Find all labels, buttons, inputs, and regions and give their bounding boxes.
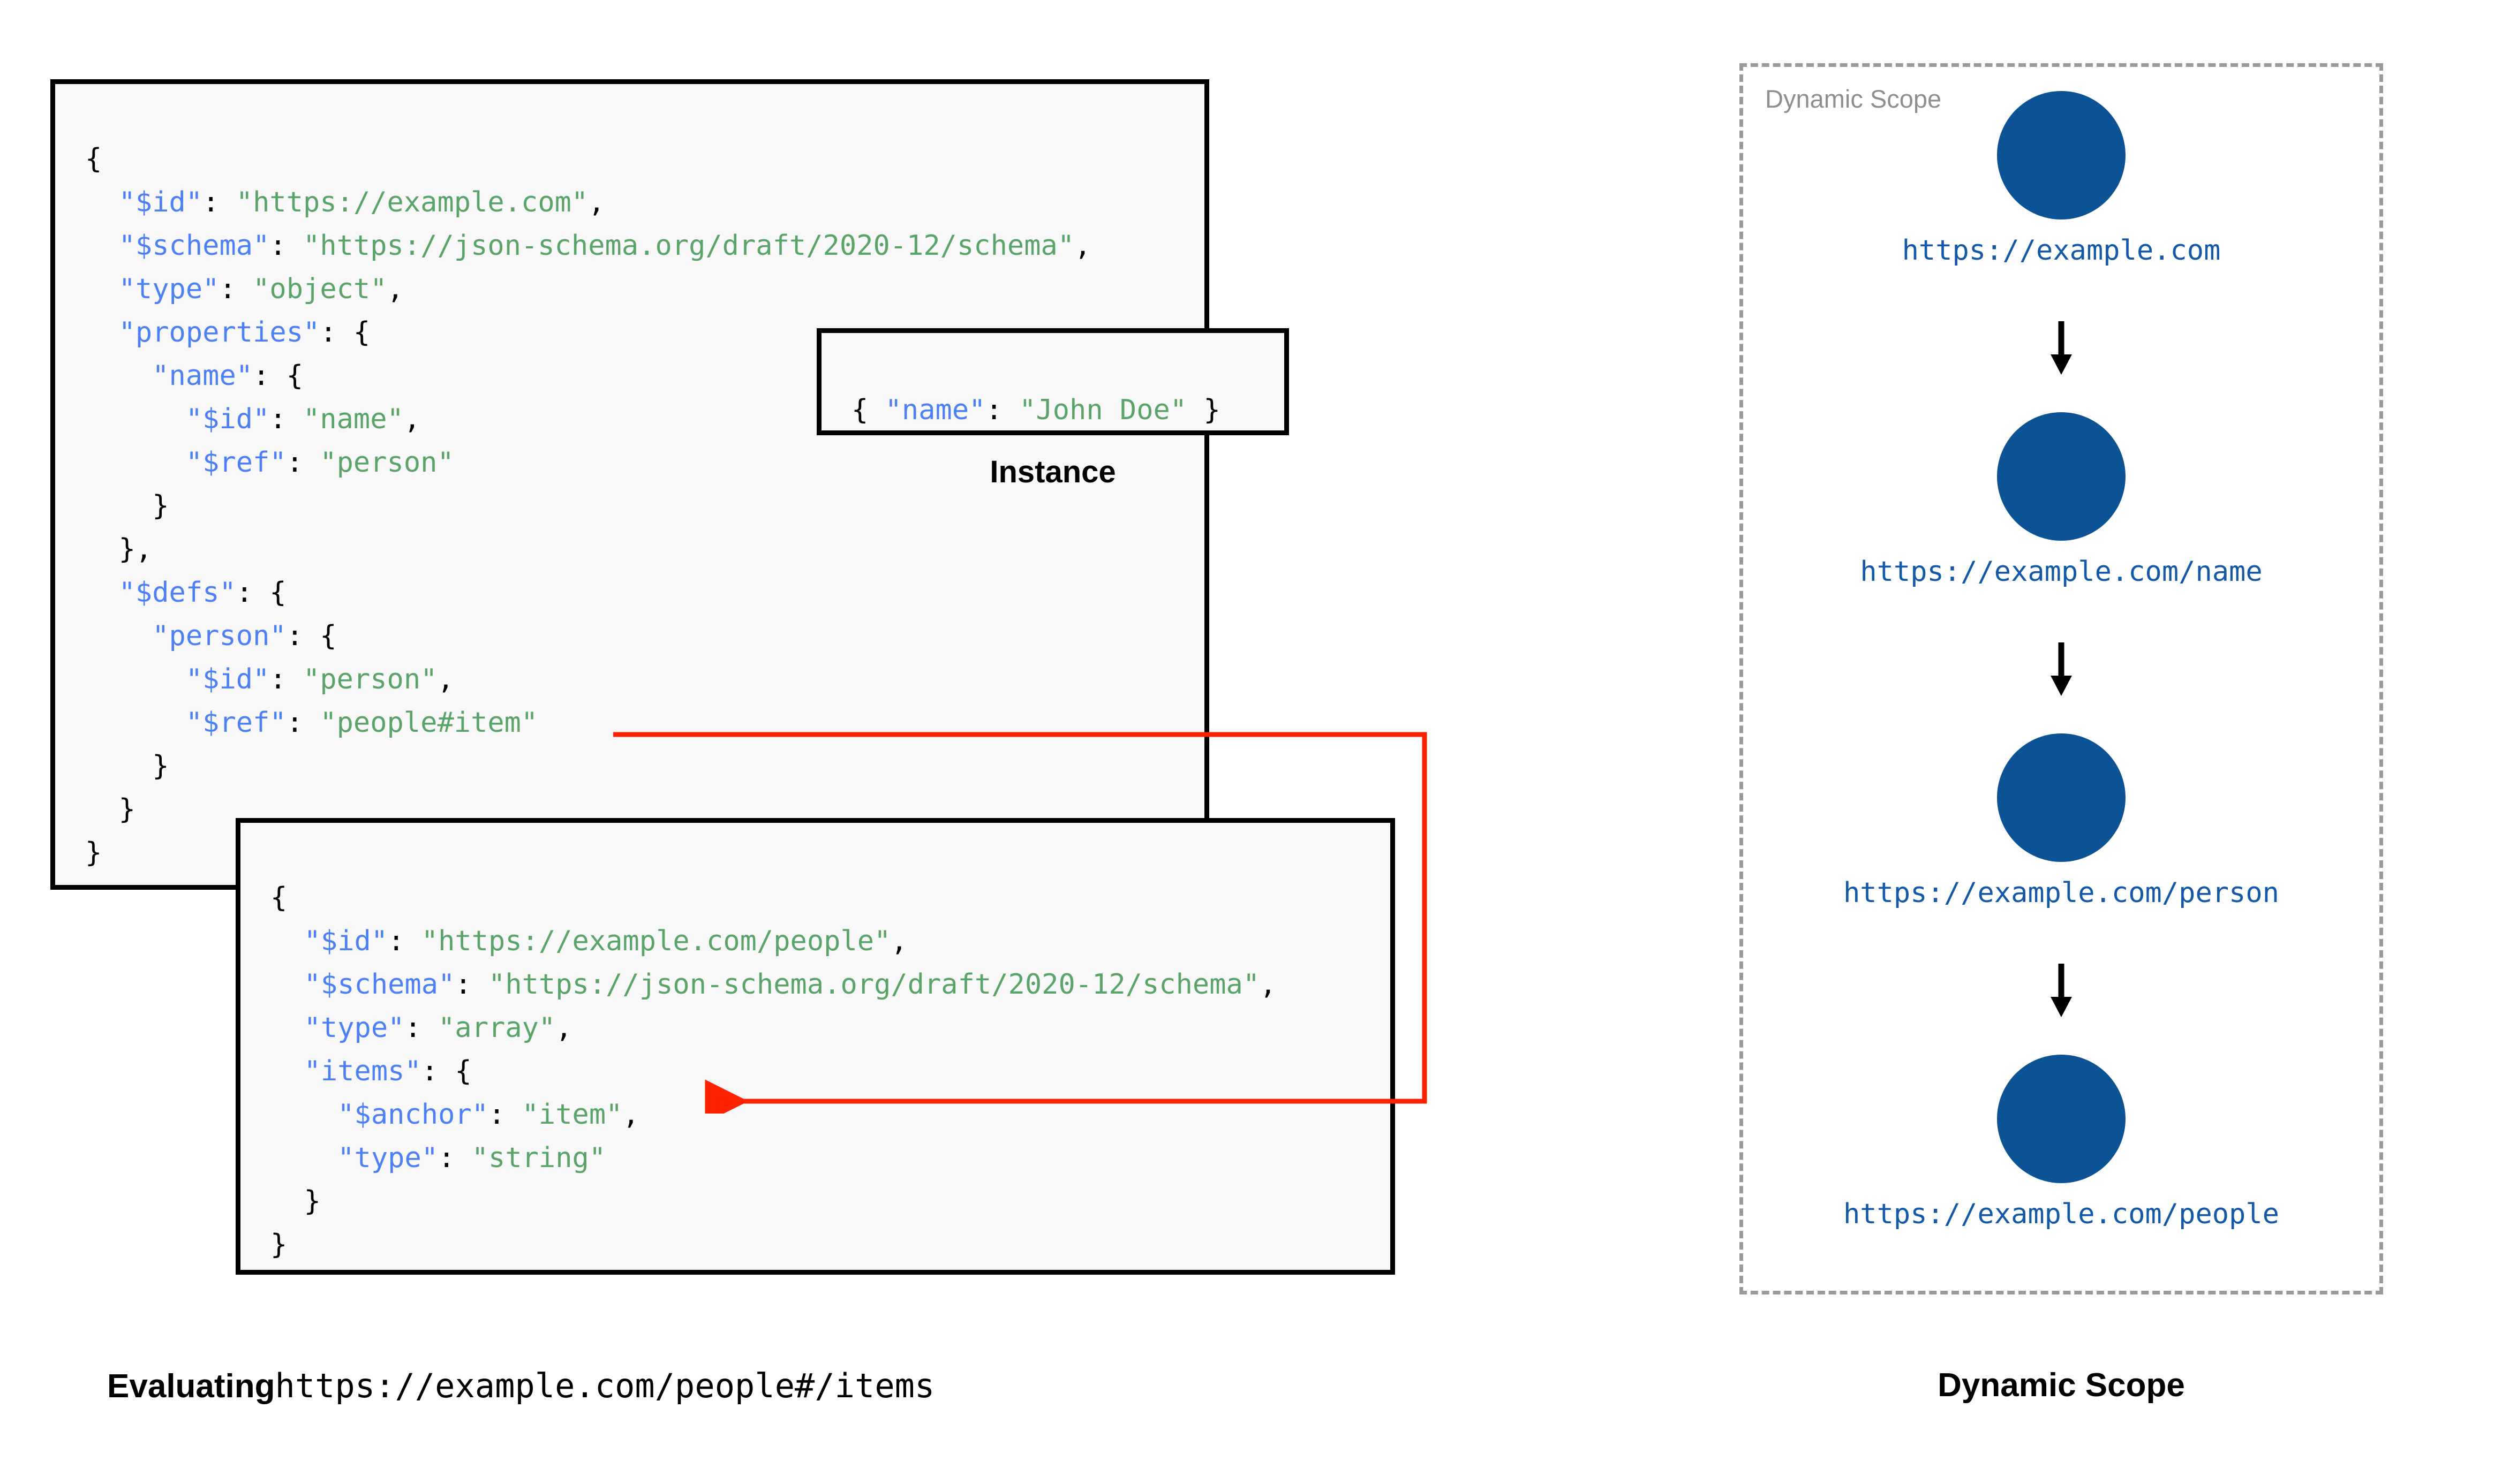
scope-arrow-2 bbox=[1739, 964, 2383, 1019]
scope-node-label: https://example.com/person bbox=[1843, 877, 2279, 909]
dynamic-scope-panel bbox=[1739, 63, 2383, 1294]
dynamic-scope-legend: Dynamic Scope bbox=[1765, 85, 1942, 113]
down-arrow-icon bbox=[2051, 642, 2072, 696]
instance-code: { "name": "John Doe" } bbox=[851, 394, 1220, 426]
scope-node-0: https://example.com bbox=[1739, 91, 2383, 267]
scope-node-circle bbox=[1997, 91, 2126, 219]
instance-caption: Instance bbox=[990, 455, 1116, 489]
evaluating-caption: Evaluatinghttps://example.com/people#/it… bbox=[107, 1366, 935, 1405]
schema-people-box: { "$id": "https://example.com/people", "… bbox=[236, 818, 1395, 1275]
scope-node-circle bbox=[1997, 733, 2126, 862]
evaluating-uri: https://example.com/people#/items bbox=[275, 1366, 935, 1405]
instance-box: { "name": "John Doe" } bbox=[817, 328, 1289, 435]
down-arrow-icon bbox=[2051, 964, 2072, 1017]
scope-node-circle bbox=[1997, 412, 2126, 541]
scope-node-circle bbox=[1997, 1055, 2126, 1183]
scope-node-1: https://example.com/name bbox=[1739, 412, 2383, 588]
schema-root-code: { "$id": "https://example.com", "$schema… bbox=[85, 143, 1091, 869]
scope-node-2: https://example.com/person bbox=[1739, 733, 2383, 909]
schema-people-code: { "$id": "https://example.com/people", "… bbox=[270, 882, 1277, 1261]
dynamic-scope-caption: Dynamic Scope bbox=[1938, 1367, 2185, 1404]
scope-arrow-0 bbox=[1739, 321, 2383, 377]
scope-arrow-1 bbox=[1739, 642, 2383, 698]
evaluating-label: Evaluating bbox=[107, 1368, 275, 1405]
down-arrow-icon bbox=[2051, 321, 2072, 375]
scope-node-label: https://example.com/name bbox=[1860, 556, 2263, 588]
scope-node-label: https://example.com/people bbox=[1843, 1198, 2279, 1230]
scope-node-3: https://example.com/people bbox=[1739, 1055, 2383, 1230]
scope-node-label: https://example.com bbox=[1902, 234, 2221, 267]
